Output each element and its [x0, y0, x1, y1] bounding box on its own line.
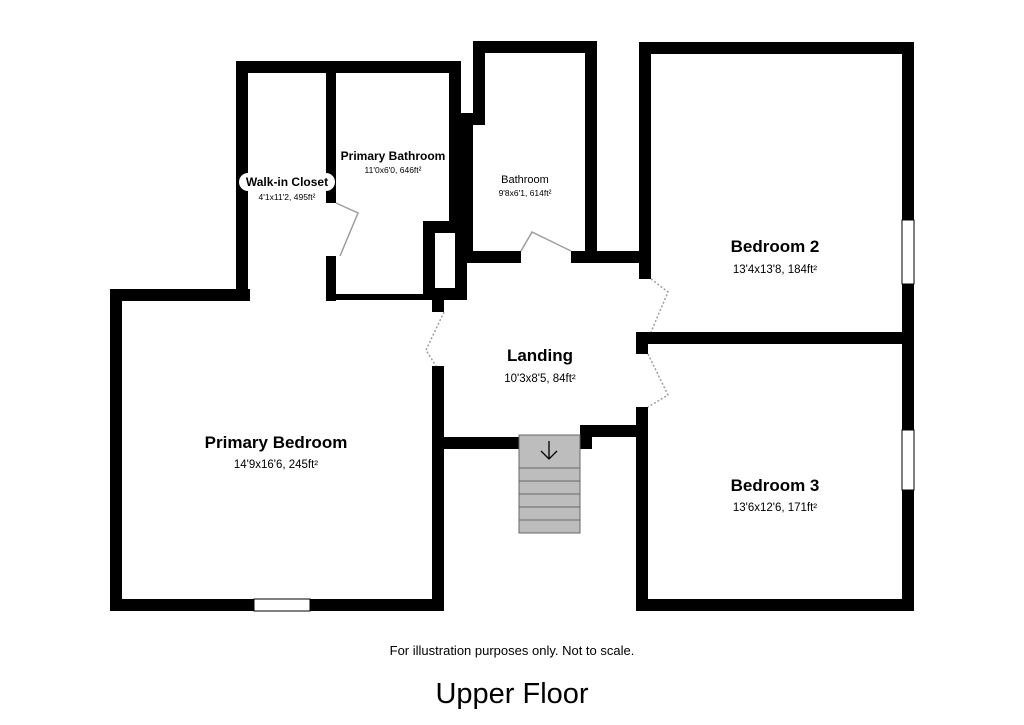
room-walk-in-closet: Walk-in Closet 4'1x11'2, 495ft² [246, 175, 328, 202]
room-dims: 4'1x11'2, 495ft² [259, 192, 316, 202]
room-name: Bedroom 3 [731, 476, 820, 495]
wall [432, 366, 444, 611]
wall [636, 332, 648, 354]
room-dims: 13'4x13'8, 184ft² [733, 264, 817, 276]
room-dims: 14'9x16'6, 245ft² [234, 459, 318, 471]
wall [636, 599, 914, 611]
room-primary-bedroom: Primary Bedroom 14'9x16'6, 245ft² [205, 433, 348, 471]
wall [444, 437, 520, 449]
floor-title: Upper Floor [435, 678, 589, 710]
wall [326, 73, 336, 203]
stairs [518, 434, 581, 534]
wall [423, 221, 461, 233]
wall [110, 599, 254, 611]
door-primary-bedroom [425, 311, 445, 367]
label-background [337, 146, 449, 164]
window [253, 598, 311, 612]
wall [423, 221, 435, 300]
wall [580, 425, 640, 437]
wall [461, 251, 521, 263]
wall [326, 256, 336, 301]
door-bathroom [520, 231, 572, 252]
wall [336, 294, 436, 300]
wall [110, 289, 122, 611]
room-name: Bedroom 2 [731, 237, 820, 256]
stair-step [518, 519, 581, 534]
room-dims: 11'0x6'0, 646ft² [365, 165, 422, 175]
door-bedroom-3 [647, 353, 669, 408]
wall [473, 41, 597, 53]
cupboard [435, 233, 455, 288]
stair-step [518, 493, 581, 508]
door-bedroom-2 [650, 278, 669, 333]
door-swings [335, 202, 669, 408]
room-name: Bathroom [501, 174, 549, 186]
wall [636, 407, 648, 611]
disclaimer-text: For illustration purposes only. Not to s… [389, 643, 635, 658]
label-background [239, 173, 335, 191]
wall [571, 251, 651, 263]
window [901, 219, 915, 285]
wall [639, 42, 914, 54]
room-dims: 13'6x12'6, 171ft² [733, 502, 817, 514]
window [901, 429, 915, 491]
wall [473, 41, 485, 125]
wall [902, 490, 914, 611]
room-name: Landing [507, 346, 573, 365]
wall [110, 289, 250, 301]
room-name: Primary Bathroom [341, 149, 446, 163]
windows [253, 219, 915, 612]
stair-step [518, 467, 581, 482]
wall [902, 42, 914, 220]
room-bathroom: Bathroom 9'8x6'1, 614ft² [499, 174, 552, 198]
wall [432, 300, 444, 312]
room-primary-bathroom: Primary Bathroom 11'0x6'0, 646ft² [341, 149, 446, 175]
wall [902, 284, 914, 430]
room-name: Primary Bedroom [205, 433, 348, 452]
room-bedroom-3: Bedroom 3 13'6x12'6, 171ft² [731, 476, 820, 514]
door-closet [335, 202, 359, 257]
walls [110, 41, 914, 611]
wall [585, 41, 597, 263]
arrow-down-icon [540, 441, 558, 460]
stair-step [518, 480, 581, 495]
room-dims: 9'8x6'1, 614ft² [499, 188, 552, 198]
wall [461, 113, 473, 263]
wall [639, 332, 914, 344]
room-name: Walk-in Closet [246, 175, 328, 189]
room-bedroom-2: Bedroom 2 13'4x13'8, 184ft² [731, 237, 820, 276]
room-landing: Landing 10'3x8'5, 84ft² [504, 346, 576, 385]
stair-step [518, 506, 581, 521]
wall [236, 61, 461, 73]
room-dims: 10'3x8'5, 84ft² [504, 373, 576, 385]
wall [639, 42, 651, 279]
wall [310, 599, 444, 611]
